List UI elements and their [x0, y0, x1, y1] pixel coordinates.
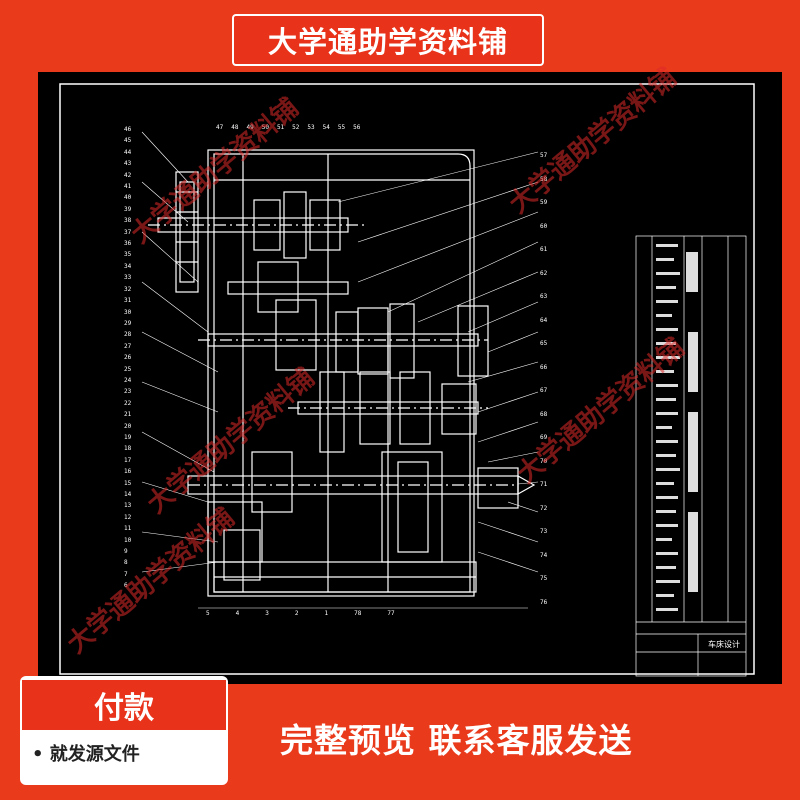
- part-number-label: 47: [216, 124, 224, 131]
- part-number-label: 11: [124, 525, 132, 533]
- part-number-label: 73: [540, 528, 548, 535]
- part-number-label: 43: [124, 160, 132, 168]
- part-numbers-top: 47 48 49 50 51 52 53 54 55 56: [216, 124, 360, 132]
- part-number-label: 2: [294, 610, 299, 617]
- pay-subtitle: • 就发源文件: [32, 744, 140, 765]
- part-number-label: 52: [292, 124, 300, 131]
- part-number-label: 59: [540, 199, 548, 206]
- part-number-label: 44: [124, 148, 132, 156]
- part-number-label: 23: [124, 388, 132, 396]
- part-number-label: 75: [540, 575, 548, 582]
- part-number-label: 6: [124, 582, 128, 590]
- part-number-label: 70: [540, 457, 548, 465]
- part-number-label: 15: [124, 479, 132, 487]
- part-number-label: 13: [124, 502, 132, 510]
- part-number-label: 50: [261, 124, 269, 131]
- part-number-label: 28: [124, 331, 132, 339]
- part-number-label: 36: [124, 240, 132, 248]
- pay-box[interactable]: 付款 • 就发源文件: [22, 678, 226, 783]
- part-number-label: 27: [124, 342, 132, 350]
- part-number-label: 68: [540, 410, 548, 418]
- part-number-label: 33: [124, 274, 132, 282]
- part-number-label: 67: [540, 387, 548, 394]
- part-number-label: 8: [124, 559, 128, 567]
- part-number-label: 12: [124, 513, 132, 521]
- part-number-label: 54: [322, 124, 330, 131]
- cad-drawing-svg: 车床设计: [59, 83, 755, 677]
- part-number-label: 42: [124, 171, 132, 179]
- part-number-label: 24: [124, 376, 132, 384]
- part-number-label: 25: [124, 365, 132, 373]
- part-numbers-right: 57 58 59 60 61 62 63 64 65 66 67 68 69 70 71 72 73 74 75 76: [540, 144, 560, 614]
- part-number-label: 72: [540, 504, 548, 512]
- bottom-banner-text: 完整预览 联系客服发送: [280, 721, 633, 760]
- part-number-label: 14: [124, 491, 132, 498]
- part-number-label: 20: [124, 422, 132, 430]
- part-number-label: 55: [337, 124, 346, 131]
- part-number-label: 40: [124, 194, 132, 202]
- part-number-label: 37: [124, 228, 132, 236]
- part-number-label: 77: [387, 610, 395, 617]
- part-number-label: 41: [124, 183, 132, 191]
- part-number-label: 29: [124, 319, 132, 327]
- part-number-label: 26: [124, 354, 132, 362]
- top-banner-text: 大学通助学资料铺: [267, 25, 508, 59]
- part-number-label: 69: [540, 434, 548, 441]
- part-number-label: 66: [540, 363, 548, 371]
- part-number-label: 30: [124, 308, 132, 316]
- part-number-label: 53: [307, 124, 315, 131]
- part-number-label: 76: [540, 598, 548, 606]
- part-number-label: 65: [540, 340, 548, 347]
- part-number-label: 17: [124, 456, 132, 464]
- part-number-label: 51: [276, 124, 285, 131]
- part-number-label: 58: [540, 175, 548, 183]
- part-number-label: 21: [124, 411, 132, 419]
- part-number-label: 10: [124, 536, 132, 544]
- pay-title[interactable]: 付款: [22, 680, 226, 730]
- part-number-label: 56: [353, 124, 361, 131]
- part-number-label: 16: [124, 468, 132, 476]
- part-number-label: 60: [540, 222, 548, 230]
- part-number-label: 18: [124, 445, 132, 453]
- part-number-label: 71: [540, 481, 548, 488]
- part-number-label: 46: [124, 126, 132, 133]
- part-number-label: 45: [124, 137, 132, 145]
- title-block-text: 车床设计: [708, 639, 740, 649]
- part-number-label: 9: [124, 548, 128, 556]
- part-number-label: 4: [235, 610, 240, 617]
- part-number-label: 48: [231, 124, 239, 131]
- part-number-label: 38: [124, 217, 132, 225]
- part-number-label: 49: [246, 124, 254, 131]
- part-number-label: 64: [540, 316, 548, 324]
- part-number-label: 74: [540, 551, 548, 559]
- part-number-label: 35: [124, 251, 132, 259]
- part-number-label: 61: [540, 246, 548, 253]
- part-number-label: 31: [124, 297, 132, 305]
- part-number-label: 1: [324, 610, 329, 617]
- part-number-label: 32: [124, 285, 132, 293]
- part-number-label: 78: [354, 610, 362, 617]
- part-number-label: 57: [540, 152, 548, 159]
- part-number-label: 3: [265, 610, 269, 617]
- top-banner: 大学通助学资料铺: [232, 14, 544, 66]
- part-number-label: 5: [206, 610, 210, 617]
- part-number-label: 19: [124, 433, 132, 441]
- part-number-label: 62: [540, 269, 548, 277]
- part-numbers-bottom: 5 4 3 2 1 78 77: [206, 610, 395, 618]
- part-number-label: 7: [124, 570, 128, 578]
- part-number-label: 63: [540, 293, 548, 300]
- part-number-label: 22: [124, 399, 132, 407]
- part-number-label: 34: [124, 262, 132, 270]
- part-numbers-left: 46 45 44 43 42 41 40 39 38 37 36 35 34 33 32 31 30 29 28 27…: [124, 124, 146, 592]
- part-number-label: 39: [124, 205, 132, 213]
